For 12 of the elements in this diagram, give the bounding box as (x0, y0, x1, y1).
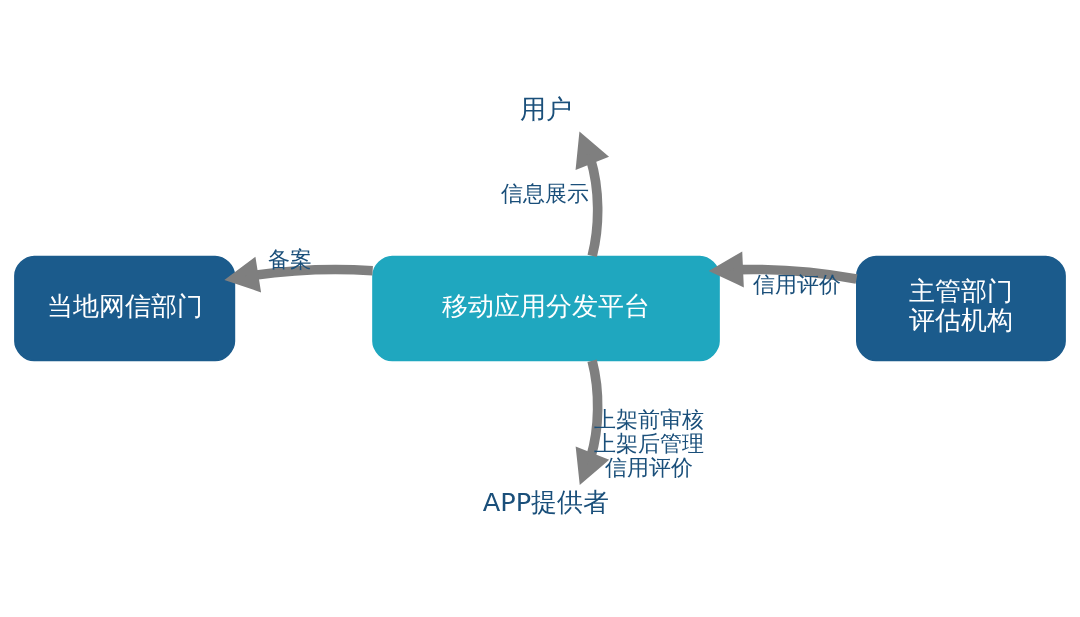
edge-label: 信息展示 (500, 180, 589, 207)
node-box: 当地网信部门 (14, 255, 236, 362)
edge-label: 信用评价 (753, 271, 842, 298)
arrow (224, 256, 373, 293)
arrow (575, 359, 610, 486)
node-box: 移动应用分发平台 (372, 255, 720, 362)
node-text: APP提供者 (482, 486, 610, 517)
node-box: 主管部门 评估机构 (856, 255, 1066, 362)
arrow (708, 251, 858, 288)
edge-label: 备案 (268, 245, 313, 272)
arrow (575, 131, 610, 257)
node-text: 用户 (520, 94, 573, 125)
